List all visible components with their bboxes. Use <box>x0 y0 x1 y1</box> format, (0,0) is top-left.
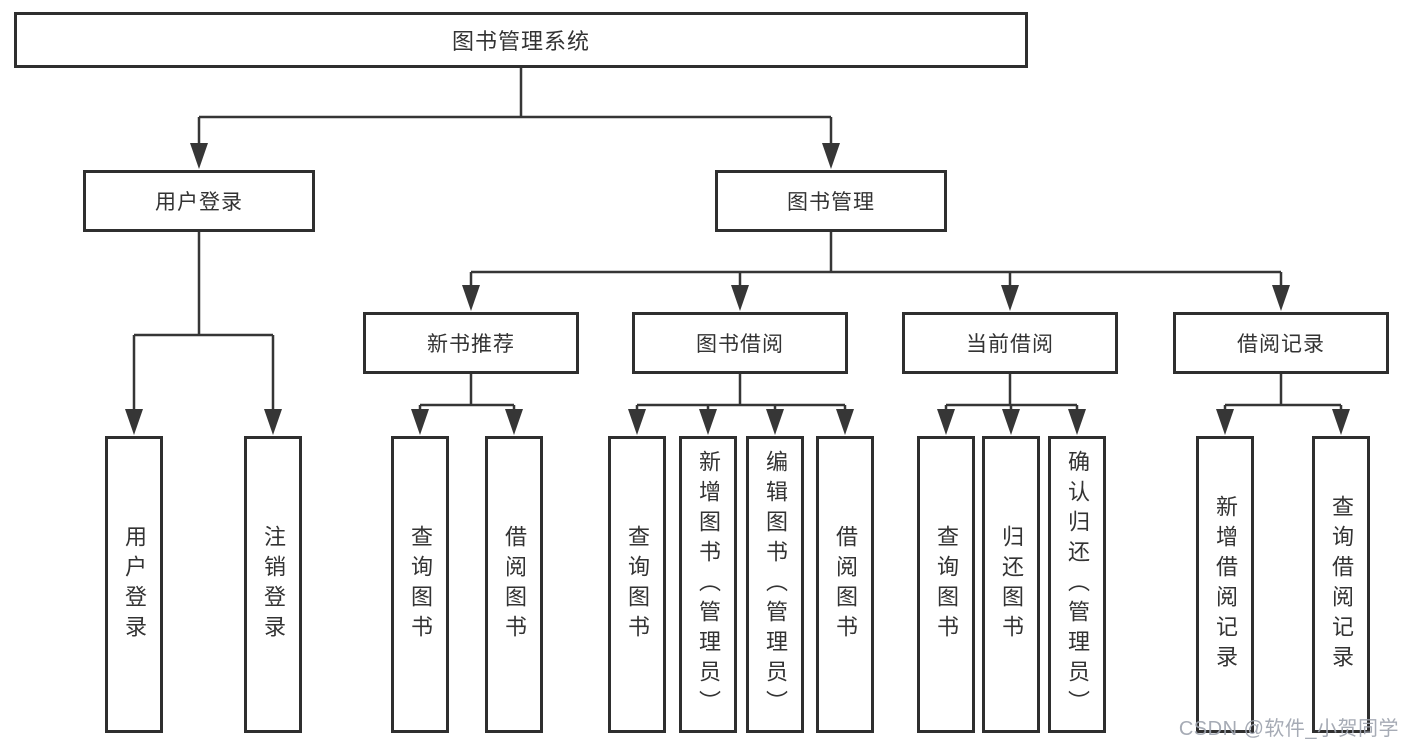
leaf-add-borrow-record: 新增借阅记录 <box>1196 436 1254 733</box>
leaf-confirm-return-admin: 确认归还（管理员） <box>1048 436 1106 733</box>
arrowhead-borrow-records <box>1272 285 1290 311</box>
arrowhead-leaf <box>411 409 429 435</box>
node-label: 查询借阅记录 <box>1329 494 1354 675</box>
node-label: 用户登录 <box>155 191 243 214</box>
arrowhead-book-borrow <box>731 285 749 311</box>
node-label: 新增借阅记录 <box>1213 494 1238 675</box>
connector-root-to-level1 <box>197 68 833 150</box>
node-label: 注销登录 <box>261 524 286 645</box>
node-label: 当前借阅 <box>966 333 1054 356</box>
node-label: 图书管理系统 <box>451 29 590 54</box>
arrowhead-leaf <box>1216 409 1234 435</box>
leaf-edit-books-admin: 编辑图书（管理员） <box>746 436 804 733</box>
node-new-books: 新书推荐 <box>363 312 579 374</box>
node-root: 图书管理系统 <box>14 12 1028 68</box>
node-label: 查询图书 <box>934 524 959 645</box>
csdn-watermark: CSDN @软件_小贺同学 <box>1178 718 1399 740</box>
node-label: 图书借阅 <box>696 333 784 356</box>
arrowhead-leaf <box>836 409 854 435</box>
node-label: 借阅记录 <box>1237 333 1325 356</box>
arrowhead-leaf <box>699 409 717 435</box>
connector-new-books-to-leaves <box>418 374 516 416</box>
connector-borrow-records-to-leaves <box>1223 374 1343 416</box>
leaf-logout: 注销登录 <box>244 436 302 733</box>
connector-book-management-to-sections <box>469 232 1283 292</box>
leaf-borrow-books-2: 借阅图书 <box>816 436 874 733</box>
arrowhead-leaf <box>1002 409 1020 435</box>
node-label: 借阅图书 <box>502 524 527 645</box>
connector-user-login-to-leaves <box>132 232 275 416</box>
arrowhead-leaf <box>505 409 523 435</box>
arrowhead-new-books <box>462 285 480 311</box>
node-label: 新增图书（管理员） <box>696 449 721 720</box>
node-borrow-records: 借阅记录 <box>1173 312 1389 374</box>
arrowhead-user-login <box>190 143 208 169</box>
arrowhead-leaf <box>766 409 784 435</box>
leaf-user-login: 用户登录 <box>105 436 163 733</box>
node-label: 归还图书 <box>999 524 1024 645</box>
node-label: 用户登录 <box>122 524 147 645</box>
arrowhead-leaf <box>1068 409 1086 435</box>
arrowhead-leaf <box>628 409 646 435</box>
arrowhead-leaf <box>937 409 955 435</box>
arrowhead-book-management <box>822 143 840 169</box>
leaf-return-books: 归还图书 <box>982 436 1040 733</box>
leaf-query-books-3: 查询图书 <box>917 436 975 733</box>
node-label: 确认归还（管理员） <box>1065 449 1090 720</box>
node-label: 借阅图书 <box>833 524 858 645</box>
node-label: 查询图书 <box>408 524 433 645</box>
node-user-login: 用户登录 <box>83 170 315 232</box>
arrowhead-current-borrow <box>1001 285 1019 311</box>
node-book-borrow: 图书借阅 <box>632 312 848 374</box>
leaf-query-borrow-record: 查询借阅记录 <box>1312 436 1370 733</box>
node-label: 新书推荐 <box>427 333 515 356</box>
node-label: 图书管理 <box>787 191 875 214</box>
arrowhead-leaf <box>264 409 282 435</box>
arrowhead-leaf <box>125 409 143 435</box>
leaf-query-books-2: 查询图书 <box>608 436 666 733</box>
arrowhead-leaf <box>1332 409 1350 435</box>
node-label: 编辑图书（管理员） <box>763 449 788 720</box>
node-book-management: 图书管理 <box>715 170 947 232</box>
node-current-borrow: 当前借阅 <box>902 312 1118 374</box>
leaf-borrow-books-1: 借阅图书 <box>485 436 543 733</box>
node-label: 查询图书 <box>625 524 650 645</box>
leaf-query-books-1: 查询图书 <box>391 436 449 733</box>
connector-book-borrow-to-leaves <box>635 374 847 416</box>
leaf-add-books-admin: 新增图书（管理员） <box>679 436 737 733</box>
